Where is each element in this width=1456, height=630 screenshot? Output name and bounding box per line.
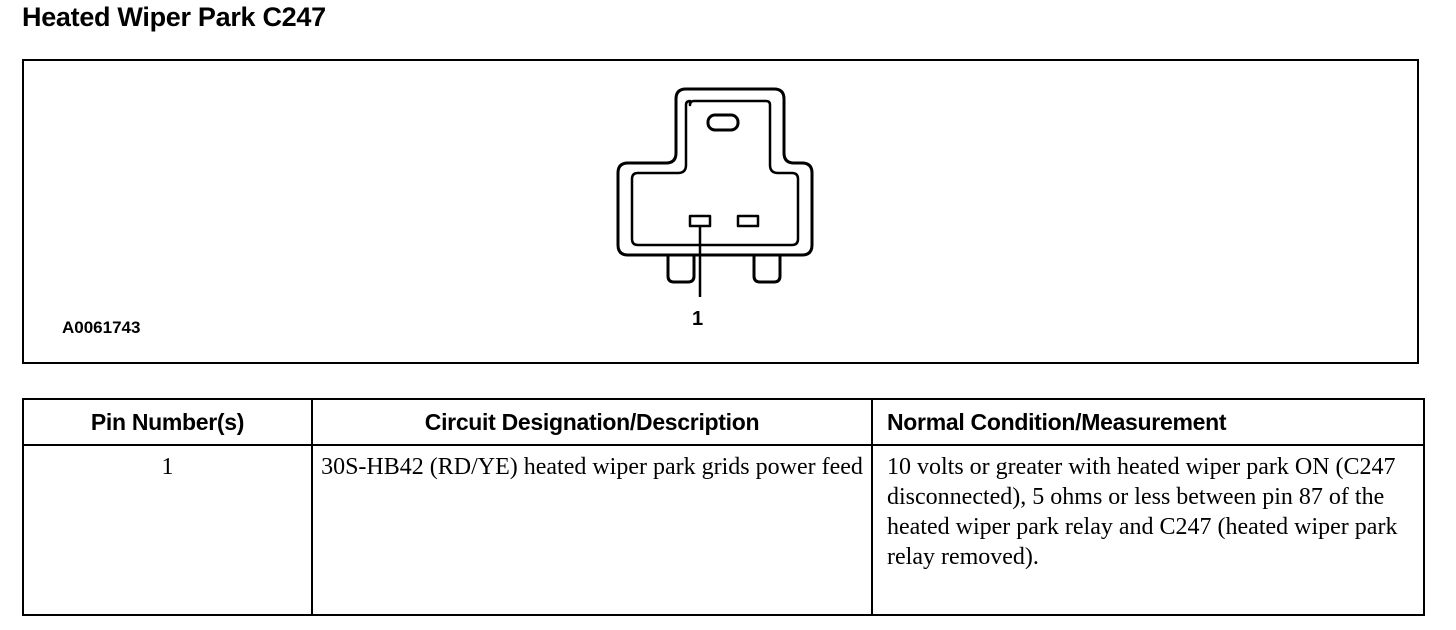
- latch-slot: [706, 113, 740, 132]
- connector-diagram: [616, 87, 814, 297]
- header-pin-numbers: Pin Number(s): [22, 398, 313, 446]
- pin-table: Pin Number(s) Circuit Designation/Descri…: [22, 398, 1425, 616]
- mounting-foot-left: [666, 255, 696, 284]
- connector-figure: A0061743 1: [22, 59, 1419, 364]
- figure-id: A0061743: [62, 318, 141, 337]
- pin-2-cavity: [736, 214, 760, 228]
- pin-1-cavity: [688, 214, 712, 228]
- cell-pin-number: 1: [22, 444, 313, 616]
- cell-circuit-description: 30S-HB42 (RD/YE) heated wiper park grids…: [311, 444, 873, 616]
- header-circuit-designation: Circuit Designation/Description: [311, 398, 873, 446]
- page-title: Heated Wiper Park C247: [22, 2, 326, 32]
- table-row: 1 30S-HB42 (RD/YE) heated wiper park gri…: [22, 444, 1425, 616]
- connector-housing-inner: [630, 99, 800, 247]
- mounting-foot-right: [752, 255, 782, 284]
- header-normal-condition: Normal Condition/Measurement: [871, 398, 1425, 446]
- table-header-row: Pin Number(s) Circuit Designation/Descri…: [22, 398, 1425, 446]
- cell-normal-condition: 10 volts or greater with heated wiper pa…: [871, 444, 1425, 616]
- pin-1-callout: 1: [692, 308, 704, 330]
- connector-housing-outer: [616, 87, 814, 257]
